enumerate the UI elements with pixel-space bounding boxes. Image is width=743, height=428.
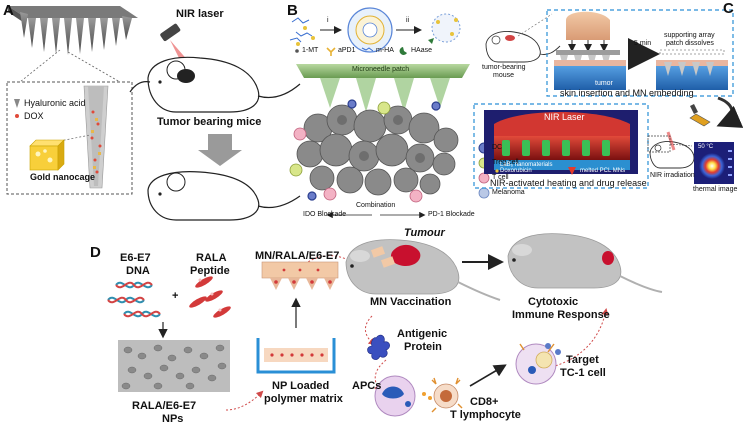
nir-activated-label: NIR-activated heating and drug release: [490, 178, 647, 188]
combination-label: Combination: [356, 202, 396, 209]
cytotoxic-label-1: Cytotoxic: [528, 296, 579, 308]
step-i-label: i: [327, 17, 329, 24]
panel-d-letter: D: [90, 244, 101, 261]
legend-melanoma: Melanoma: [492, 189, 525, 196]
antigenic-protein-label-1: Antigenic: [397, 328, 448, 340]
nir-laser-c-label: NIR Laser: [544, 112, 585, 122]
patch-dissolves-label: patch dissolves: [666, 40, 714, 47]
microneedle-patch-label: Microneedle patch: [352, 66, 410, 73]
panel-a-letter: A: [3, 2, 14, 19]
e6e7-dna-label-1: E6-E7: [120, 252, 151, 264]
mn-vaccination-label: MN Vaccination: [370, 296, 452, 308]
legend-apd1: aPD1: [338, 47, 356, 54]
legend-dox: DOX: [24, 111, 44, 121]
thermal-temp-label: 50 °C: [698, 144, 714, 150]
rala-peptide-label-1: RALA: [196, 252, 227, 264]
tumor-label: tumor: [595, 80, 613, 87]
antigenic-protein-label-2: Protein: [404, 341, 442, 353]
mn-rala-e6e7-label: MN/RALA/E6-E7: [255, 250, 340, 262]
five-min-label: 5 min: [634, 40, 652, 47]
tumor-bearing-mice-label: Tumor bearing mice: [157, 116, 262, 128]
thermal-image-label: thermal image: [693, 186, 738, 193]
plus-sign: +: [172, 290, 179, 302]
step-ii-label: ii: [406, 17, 410, 24]
np-loaded-label-2: polymer matrix: [264, 393, 343, 405]
cytotoxic-label-2: Immune Response: [512, 309, 610, 321]
panel-b-artwork: [289, 7, 490, 219]
pd1-blockade-label: PD-1 Blockade: [428, 211, 475, 218]
legend-mha: m-HA: [376, 47, 394, 54]
e6e7-dna-label-2: DNA: [126, 265, 150, 277]
supporting-array-label: supporting array: [664, 32, 715, 39]
panel-a-artwork: [6, 6, 301, 221]
tumour-label: Tumour: [404, 227, 445, 239]
legend-hyaluronic-acid: Hyaluronic acid: [24, 98, 86, 108]
legend-1mt: 1-MT: [302, 47, 319, 54]
doxorubicin-label: Doxorubicin: [500, 168, 532, 174]
target-label-2: TC-1 cell: [560, 367, 606, 379]
legend-hase: HAase: [411, 47, 433, 54]
legend-dc: DC: [492, 144, 503, 151]
panel-b-letter: B: [287, 2, 298, 19]
panel-d-artwork: [107, 233, 663, 417]
cd8-label-1: CD8+: [470, 396, 499, 408]
cd8-label-2: T lymphocyte: [450, 409, 521, 421]
melted-pcl-label: melted PCL MNs: [580, 168, 626, 174]
np-loaded-label-1: NP Loaded: [272, 380, 330, 392]
rala-nps-label-2: NPs: [162, 413, 184, 425]
panel-c-letter: C: [723, 0, 734, 17]
panel-c-artwork: [473, 9, 743, 189]
rala-nps-label-1: RALA/E6-E7: [132, 400, 197, 412]
gold-nanocage-label: Gold nanocage: [30, 172, 96, 182]
rala-peptide-label-2: Peptide: [190, 265, 230, 277]
legend-tcell: T cell: [492, 174, 509, 181]
tumor-bearing-mouse-label-1: tumor-bearing: [482, 64, 526, 71]
nir-laser-label: NIR laser: [176, 8, 224, 20]
apcs-label: APCs: [352, 380, 382, 392]
tumor-bearing-mouse-label-2: mouse: [493, 72, 515, 79]
nir-irradiation-label: NIR irradiation: [650, 172, 695, 179]
lab6-label: LaB₆ nanomaterials: [500, 162, 553, 168]
legend-treg: Treg cell: [492, 159, 519, 166]
skin-insertion-label: skin insertion and MN embedding: [560, 88, 694, 98]
ido-blockade-label: IDO Blockade: [303, 211, 347, 218]
target-label-1: Target: [566, 354, 599, 366]
